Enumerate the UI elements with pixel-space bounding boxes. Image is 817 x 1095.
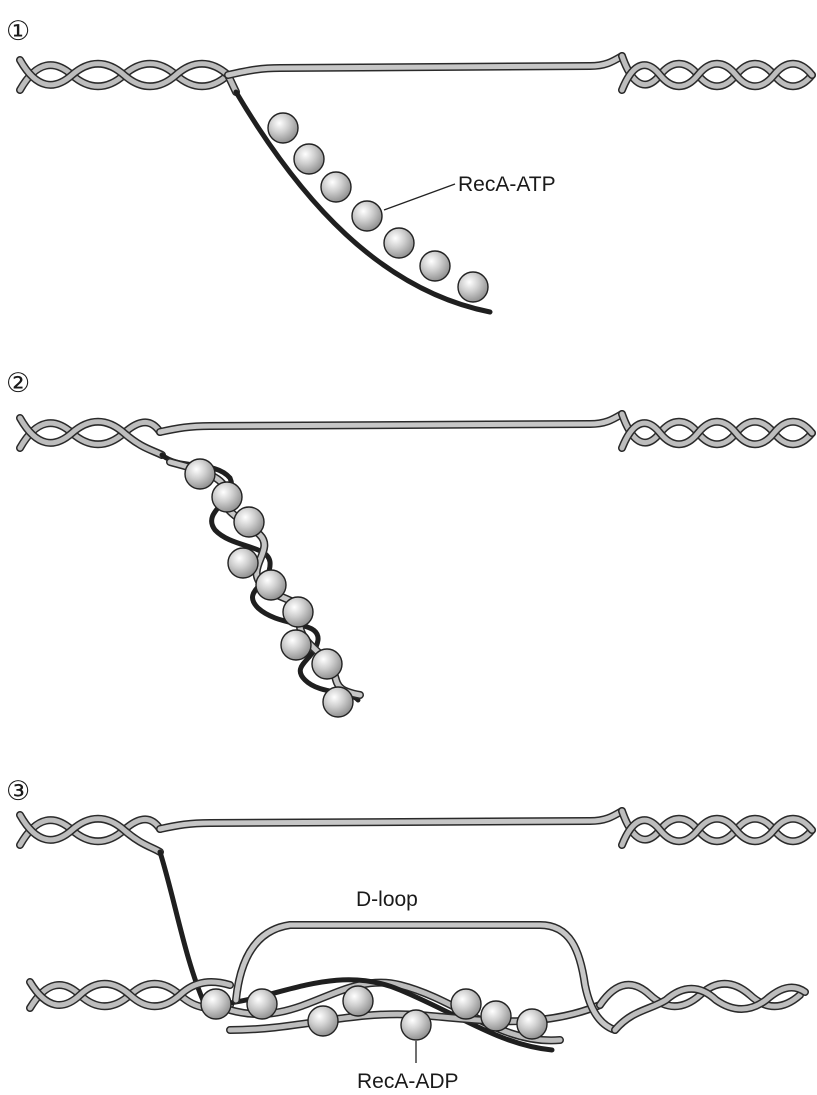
recA-protein-sphere <box>420 251 450 281</box>
recA-protein-sphere <box>401 1010 431 1040</box>
top-strand-3 <box>160 811 622 829</box>
recA-adp-label: RecA-ADP <box>357 1070 459 1093</box>
recA-protein-sphere <box>481 1001 511 1031</box>
recA-protein-sphere <box>312 649 342 679</box>
step-1-number: ① <box>6 16 30 47</box>
reca-filament-1 <box>268 113 488 302</box>
top-strand-2 <box>160 414 622 432</box>
left-duplex-1 <box>20 60 236 92</box>
step-2: ② <box>6 368 812 717</box>
recA-protein-sphere <box>451 989 481 1019</box>
right-duplex-2 <box>622 414 812 448</box>
recA-protein-sphere <box>343 986 373 1016</box>
recA-atp-label: RecA-ATP <box>458 173 556 196</box>
recA-protein-sphere <box>185 459 215 489</box>
recA-protein-sphere <box>323 687 353 717</box>
right-duplex-3 <box>622 811 812 845</box>
recA-protein-sphere <box>294 144 324 174</box>
recA-protein-sphere <box>281 630 311 660</box>
recA-protein-sphere <box>247 989 277 1019</box>
recA-atp-leader <box>384 184 455 210</box>
step-1: ① <box>6 16 812 312</box>
recA-protein-sphere <box>256 570 286 600</box>
step-2-number: ② <box>6 368 30 399</box>
recA-protein-sphere <box>268 113 298 143</box>
recA-protein-sphere <box>517 1009 547 1039</box>
recA-protein-sphere <box>352 201 382 231</box>
recA-protein-sphere <box>212 482 242 512</box>
right-duplex-1 <box>622 56 812 90</box>
recA-protein-sphere <box>283 597 313 627</box>
reca-filament-2 <box>162 455 360 717</box>
recA-protein-sphere <box>308 1006 338 1036</box>
recA-protein-sphere <box>321 172 351 202</box>
left-duplex-2 <box>20 418 162 455</box>
recA-protein-sphere <box>201 989 231 1019</box>
recA-protein-sphere <box>384 228 414 258</box>
recA-protein-sphere <box>234 507 264 537</box>
left-duplex-3 <box>20 815 160 852</box>
recA-protein-sphere <box>228 548 258 578</box>
top-strand-1 <box>228 56 622 75</box>
step-3: ③ <box>6 776 812 1093</box>
step-3-number: ③ <box>6 776 30 807</box>
recA-protein-sphere <box>458 272 488 302</box>
d-loop-label: D-loop <box>356 888 418 911</box>
